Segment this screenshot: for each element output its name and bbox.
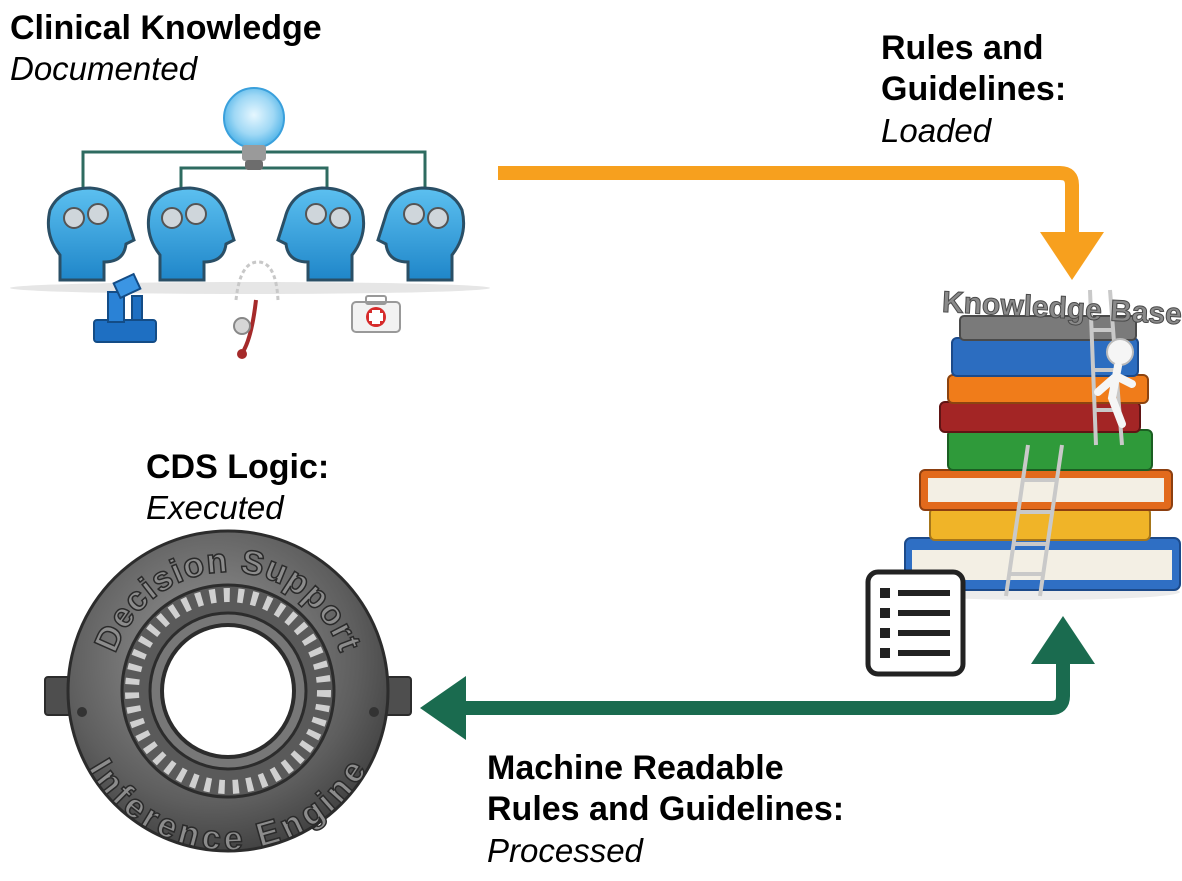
head-4 [376, 186, 466, 282]
head-2 [146, 186, 236, 282]
checklist-icon [865, 569, 966, 677]
cds-logic-caption: CDS Logic: Executed [146, 447, 329, 529]
rules-guidelines-title-line2: Guidelines: [881, 70, 1067, 109]
machine-readable-title-line1: Machine Readable [487, 749, 784, 787]
clinical-knowledge-title: Clinical Knowledge [10, 9, 322, 47]
first-aid-kit-icon [351, 295, 401, 333]
team-shadow [10, 282, 490, 294]
machine-readable-title-line2: Rules and Guidelines: [487, 790, 845, 829]
machine-readable-status: Processed [487, 831, 643, 869]
microscope-icon [93, 272, 157, 343]
clinical-knowledge-caption: Clinical Knowledge Documented [10, 8, 322, 90]
stethoscope-icon [233, 260, 280, 359]
heads-with-gears-icon [46, 186, 466, 282]
head-1 [46, 186, 136, 282]
green-arrow [420, 616, 1095, 740]
clinical-team-illustration [10, 87, 490, 359]
head-3 [276, 186, 366, 282]
rules-guidelines-status: Loaded [881, 111, 992, 149]
cds-logic-status: Executed [146, 489, 284, 527]
rules-guidelines-caption: Rules and Guidelines: Loaded [881, 28, 1066, 151]
cds-logic-title: CDS Logic: [146, 448, 330, 486]
lightbulb-icon [223, 87, 285, 170]
gear-icon: Decision Support Inference Engine [44, 529, 412, 859]
machine-readable-caption: Machine Readable Rules and Guidelines: P… [487, 748, 844, 871]
orange-arrow [498, 166, 1104, 280]
clinical-knowledge-status: Documented [10, 50, 198, 88]
book-stack-icon: Knowledge Base [900, 285, 1182, 600]
rules-guidelines-title-line1: Rules and [881, 29, 1044, 67]
